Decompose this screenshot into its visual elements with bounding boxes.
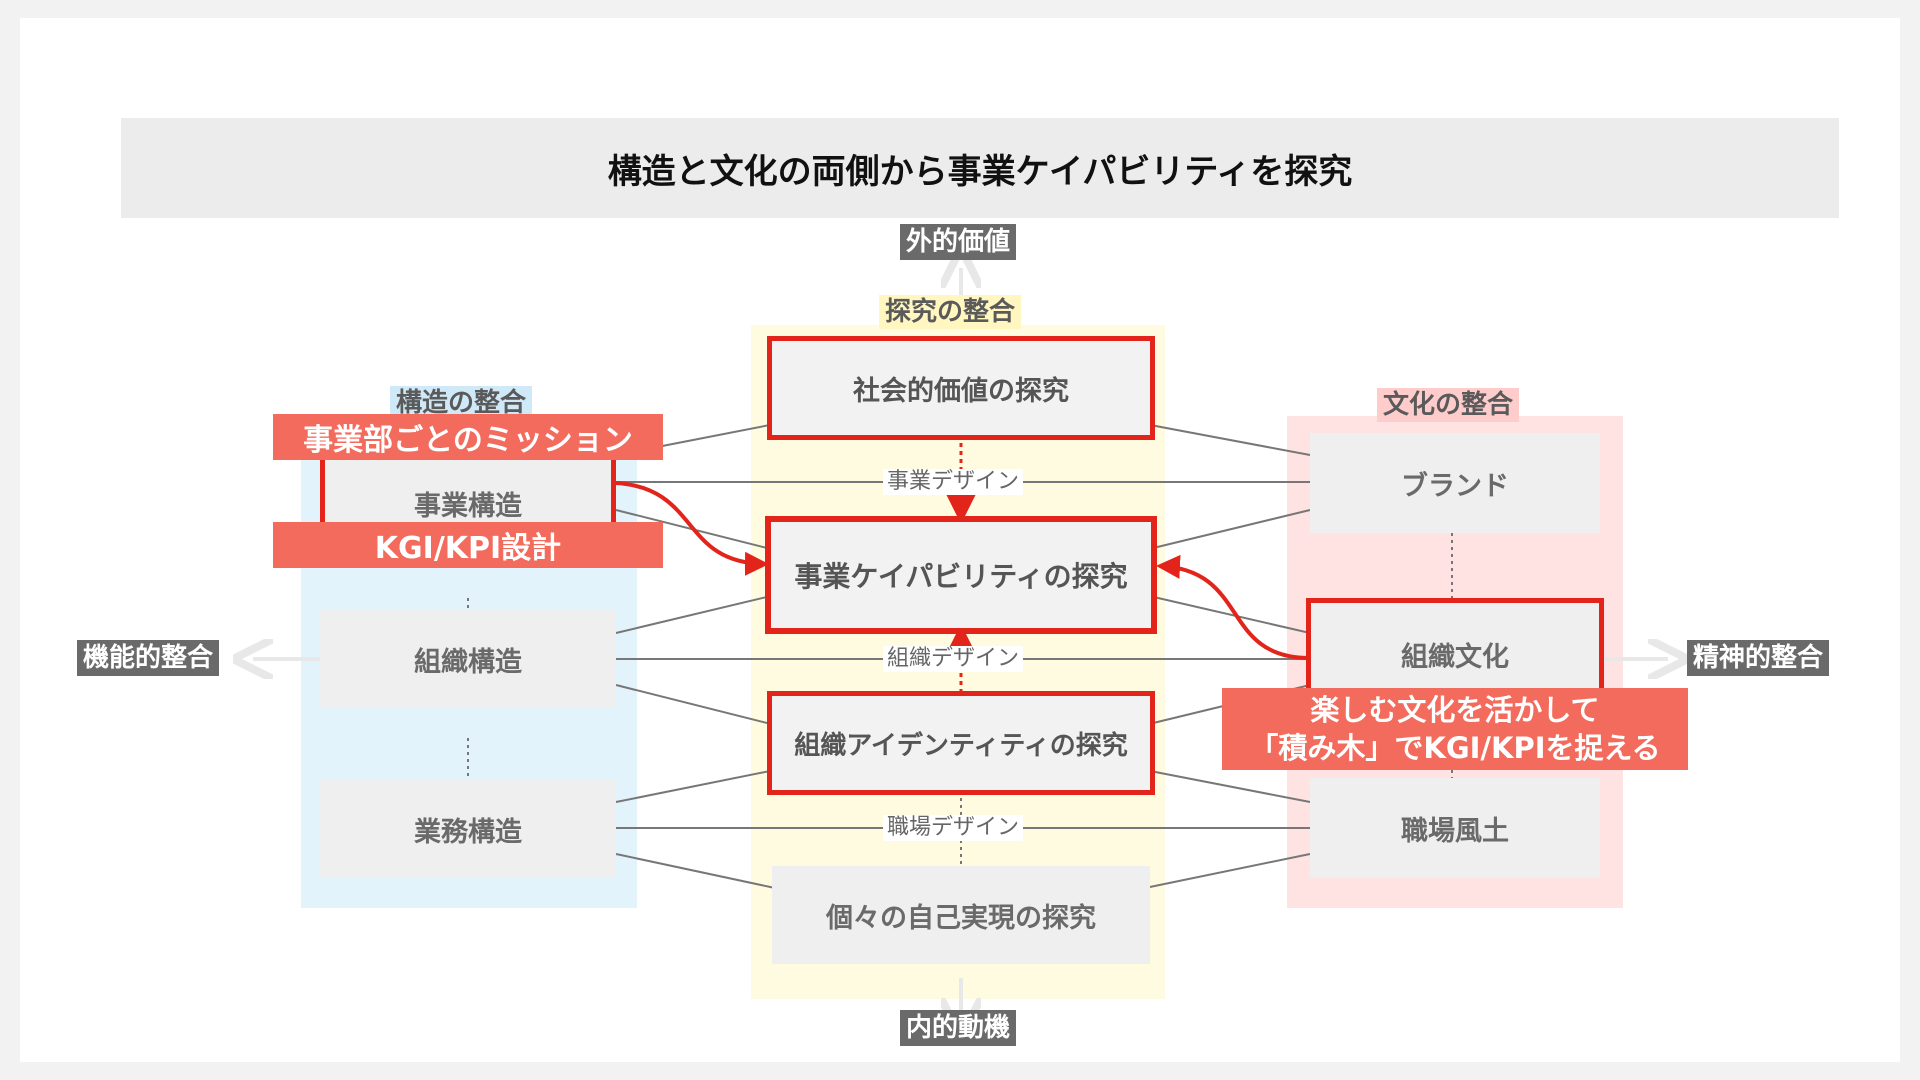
organization-design-label: 組織デザイン xyxy=(883,646,1024,672)
work-structure-box: 業務構造 xyxy=(320,780,616,878)
axis-left-label: 機能的整合 xyxy=(77,640,220,676)
diagram-canvas: 構造と文化の両側から事業ケイパビリティを探究 外的価値 内的動機 機能的整合 精… xyxy=(20,18,1900,1062)
axis-right-label: 精神的整合 xyxy=(1687,640,1830,676)
mission-callout: 事業部ごとのミッション xyxy=(273,414,663,460)
culture-callout-line2: 「積み木」でKGI/KPIを捉える xyxy=(1249,731,1661,765)
organization-identity-inquiry-box: 組織アイデンティティの探究 xyxy=(767,691,1155,795)
workplace-climate-box: 職場風土 xyxy=(1310,778,1600,878)
culture-kgi-callout: 楽しむ文化を活かして 「積み木」でKGI/KPIを捉える xyxy=(1222,688,1688,770)
social-value-inquiry-box: 社会的価値の探究 xyxy=(767,336,1155,440)
brand-box: ブランド xyxy=(1310,433,1600,533)
axis-bottom-label: 内的動機 xyxy=(900,1010,1017,1046)
axis-top-label: 外的価値 xyxy=(900,224,1017,260)
inquiry-panel-label: 探究の整合 xyxy=(879,295,1022,329)
business-capability-inquiry-box: 事業ケイパビリティの探究 xyxy=(765,516,1157,634)
workplace-design-label: 職場デザイン xyxy=(883,815,1024,841)
self-realization-inquiry-box: 個々の自己実現の探究 xyxy=(772,866,1150,964)
kgi-kpi-design-callout: KGI/KPI設計 xyxy=(273,522,663,568)
culture-panel-label: 文化の整合 xyxy=(1377,388,1520,422)
organization-structure-box: 組織構造 xyxy=(320,610,616,708)
culture-callout-line1: 楽しむ文化を活かして xyxy=(1310,693,1600,727)
business-design-label: 事業デザイン xyxy=(883,469,1024,495)
page-title: 構造と文化の両側から事業ケイパビリティを探究 xyxy=(121,118,1839,218)
